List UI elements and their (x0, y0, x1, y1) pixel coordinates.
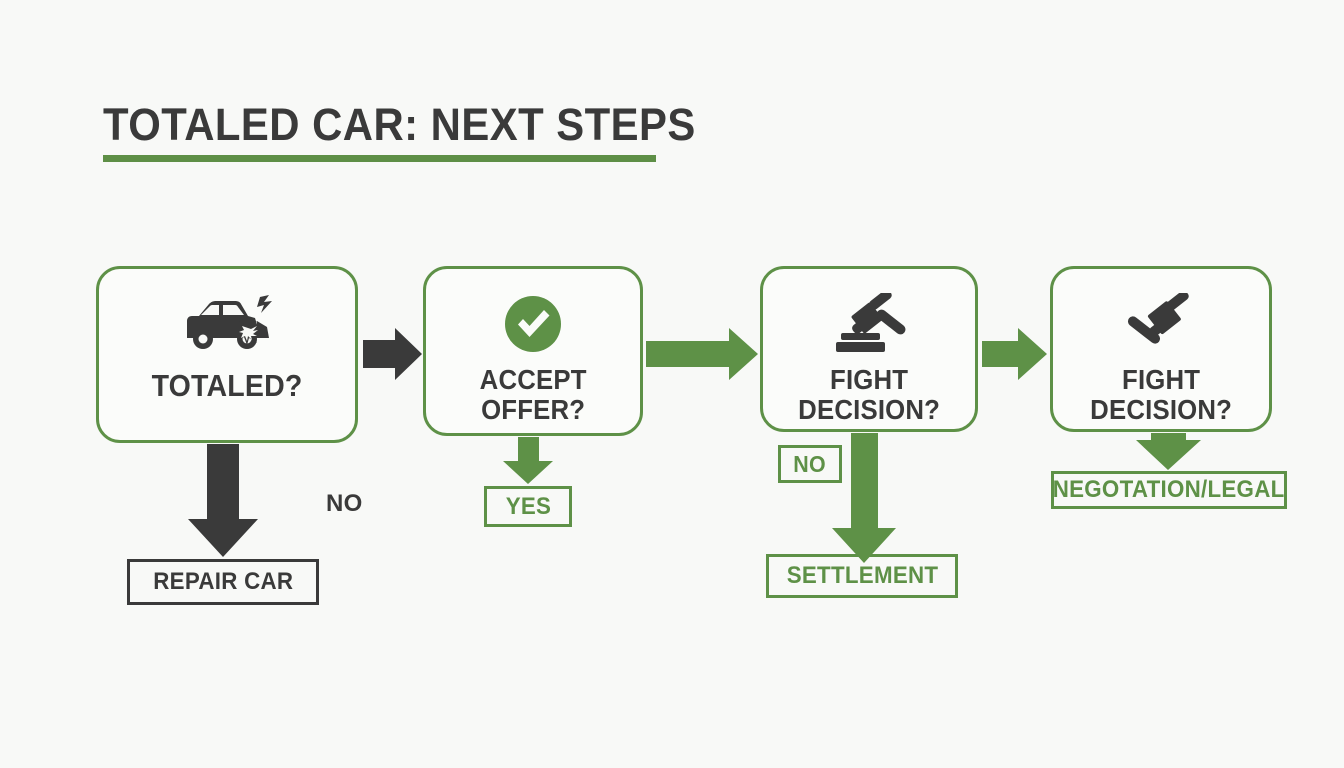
crashed-car-icon (179, 291, 275, 357)
gavel-with-block-icon (830, 291, 908, 357)
outcome-label-negotiation-legal: NEGOTATION/LEGAL (1053, 476, 1285, 503)
outcome-box-negotiation-legal[interactable]: NEGOTATION/LEGAL (1051, 471, 1287, 509)
page-title-text: TOTALED CAR: NEXT STEPS (103, 99, 696, 150)
step-label-accept-offer-line2: OFFER? (480, 394, 586, 425)
gavel-icon (1126, 291, 1196, 357)
outcome-box-settlement[interactable]: SETTLEMENT (766, 554, 958, 598)
step-label-fight-decision-2-line1: FIGHT (1121, 364, 1201, 395)
step-label-accept-offer-line1: ACCEPT (479, 364, 587, 395)
outcome-label-yes: YES (505, 492, 551, 520)
outcome-label-no: NO (793, 450, 827, 477)
step-label-totaled: TOTALED? (151, 368, 303, 403)
connector-fight-decision-1-to-fight-decision-2 (982, 328, 1047, 380)
outcome-box-yes[interactable]: YES (484, 486, 572, 527)
step-label-accept-offer: ACCEPT OFFER? (479, 365, 586, 425)
outcome-label-settlement: SETTLEMENT (786, 562, 938, 589)
connector-accept-offer-to-yes (503, 437, 553, 484)
step-label-fight-decision-1-line2: DECISION? (798, 394, 940, 425)
step-box-fight-decision-1[interactable]: FIGHT DECISION? (760, 266, 978, 432)
connector-totaled-to-accept-offer (363, 328, 422, 380)
branch-label-no: NO (326, 490, 363, 517)
step-label-fight-decision-2-line2: DECISION? (1090, 394, 1232, 425)
step-box-accept-offer[interactable]: ACCEPT OFFER? (423, 266, 643, 436)
step-label-fight-decision-1: FIGHT DECISION? (798, 365, 940, 425)
connector-totaled-to-repair-car (188, 444, 258, 557)
connector-fight-decision-2-to-neg-legal (1136, 433, 1201, 470)
page-title: TOTALED CAR: NEXT STEPS (103, 100, 740, 162)
step-box-totaled[interactable]: TOTALED? (96, 266, 358, 443)
step-box-fight-decision-2[interactable]: FIGHT DECISION? (1050, 266, 1272, 432)
check-circle-icon (504, 291, 562, 357)
title-underline-rule (103, 155, 656, 162)
step-label-fight-decision-2: FIGHT DECISION? (1090, 365, 1232, 425)
connector-accept-offer-to-fight-decision-1 (646, 328, 758, 380)
step-label-fight-decision-1-line1: FIGHT (829, 364, 909, 395)
outcome-label-repair-car: REPAIR CAR (152, 568, 294, 595)
outcome-box-repair-car[interactable]: REPAIR CAR (127, 559, 319, 605)
outcome-box-no[interactable]: NO (778, 445, 842, 483)
